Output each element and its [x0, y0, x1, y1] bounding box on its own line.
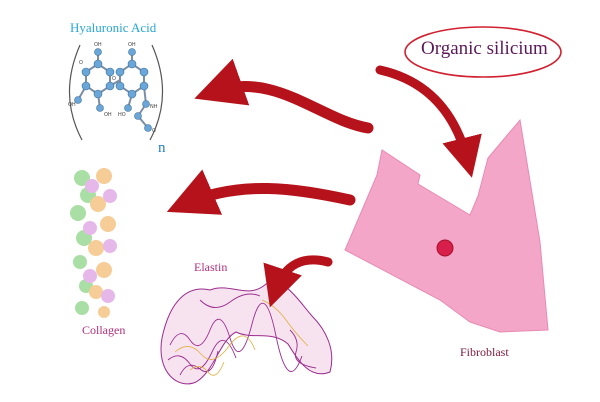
svg-text:OH: OH: [94, 42, 102, 48]
repeat-unit-label: n: [158, 140, 166, 156]
elastin-network: [160, 281, 333, 385]
arrow-to-elastin: [263, 255, 333, 308]
organic-silicium-label: Organic silicium: [421, 38, 548, 59]
organic-silicium-ellipse: [404, 26, 562, 78]
svg-text:OH: OH: [104, 112, 112, 118]
svg-text:OH: OH: [128, 42, 136, 48]
hyaluronic-acid-molecule: OH OH OH OH HO O O NH O: [68, 42, 164, 141]
collagen-fiber: [70, 168, 117, 318]
arrows: [166, 58, 482, 308]
atom-labels: OH OH OH OH HO O O NH O: [68, 42, 158, 134]
arrow-to-hyaluronic-acid: [194, 58, 374, 134]
svg-text:OH: OH: [68, 102, 76, 108]
collagen-label: Collagen: [82, 323, 126, 337]
molecule-atoms: [74, 48, 152, 132]
svg-text:NH: NH: [150, 104, 158, 110]
left-bracket: [68, 44, 83, 141]
fibroblast-cell: [344, 118, 549, 333]
elastin-label: Elastin: [194, 260, 228, 274]
arrow-silicium-to-fibroblast: [375, 65, 482, 178]
hyaluronic-acid-label: Hyaluronic Acid: [70, 20, 157, 35]
fibroblast-nucleus: [436, 239, 454, 257]
arrow-to-collagen: [166, 169, 356, 215]
svg-text:HO: HO: [118, 112, 126, 118]
fibroblast-label: Fibroblast: [460, 345, 509, 359]
svg-text:O: O: [152, 128, 156, 134]
svg-text:O: O: [79, 60, 83, 66]
right-bracket: [149, 44, 164, 141]
svg-text:O: O: [112, 76, 116, 82]
